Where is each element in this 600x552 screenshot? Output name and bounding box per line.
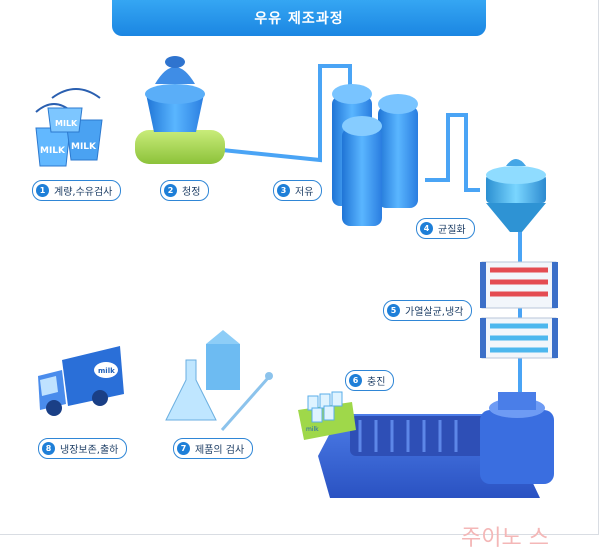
svg-text:milk: milk [98,367,115,375]
svg-text:milk: milk [306,426,319,433]
svg-text:MILK: MILK [40,146,66,156]
watermark: 주이노 스 [461,526,549,551]
page-title: 우유 제조과정 [112,0,486,36]
flask-icon [165,330,273,431]
milk-buckets-icon: MILK MILK MILK [35,88,103,167]
page-frame [0,0,599,535]
truck-icon: milk [38,346,124,416]
heat-exchanger-icon [480,261,558,359]
milk-cartons-icon: milk [298,391,356,440]
homogenizer-icon [486,159,546,232]
svg-text:MILK: MILK [55,119,78,128]
conveyor-icon [318,392,554,498]
storage-tanks-icon [332,84,418,226]
process-illustration: MILK MILK MILK [35,56,558,498]
svg-text:MILK: MILK [71,142,97,152]
pipe-network [221,64,522,400]
clarifier-icon [135,56,225,164]
